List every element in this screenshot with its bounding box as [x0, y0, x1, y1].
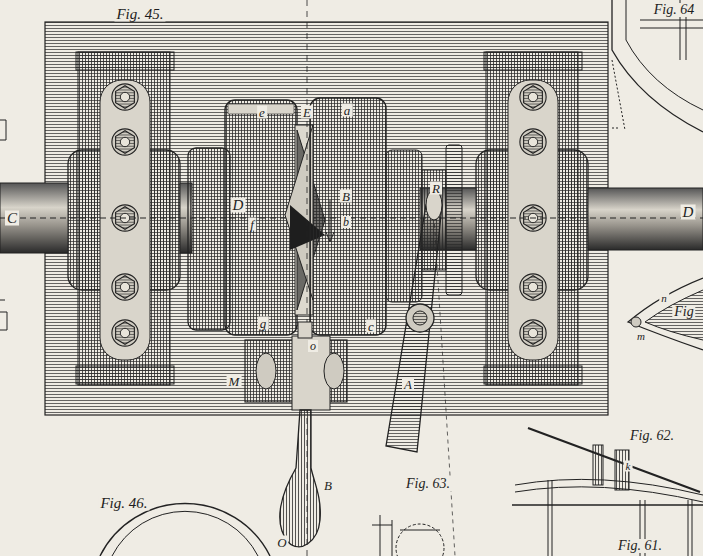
fig-63-device-part [372, 515, 392, 556]
figure-number: Fig. 45. [114, 7, 165, 22]
part-letter: n [659, 293, 669, 304]
part-letter: B [322, 479, 334, 492]
fig-46-wheel-part [100, 503, 270, 556]
fig-62-frame-part [528, 428, 700, 492]
fig-64-hull-part [640, 20, 703, 28]
bearing-right-part [520, 320, 546, 346]
fig-46-wheel-part [112, 511, 258, 556]
part-letter: k [624, 461, 633, 472]
part-letter: D [231, 198, 246, 213]
part-letter: O [275, 536, 288, 549]
fig-64-hull-part [612, 60, 625, 130]
fig-64-hull [612, 0, 703, 132]
part-letter: R [430, 182, 442, 195]
guide-lines [307, 0, 455, 556]
clutch-left-drum [188, 100, 297, 335]
lever-a-part [386, 205, 442, 452]
part-letter: b [341, 216, 351, 228]
bearing-left-part [76, 52, 174, 70]
fig-64-hull-part [626, 0, 703, 110]
fig-64-hull-part [612, 0, 703, 132]
fig-62-frame [512, 428, 703, 556]
bracket-m [245, 336, 347, 410]
fig-62-frame-part [512, 504, 703, 505]
figure-number: Fig. 62. [628, 429, 676, 443]
bearing-left-part [112, 129, 138, 155]
bearing-left-part [112, 274, 138, 300]
bearing-left-part [112, 320, 138, 346]
bearing-right-part [520, 84, 546, 110]
clutch-left-drum-part [188, 148, 230, 330]
fig-right-wedge-part [631, 317, 641, 327]
part-letter: C [5, 211, 19, 226]
part-letter: A [402, 378, 414, 391]
figure-number: Fig. 64 [652, 3, 696, 17]
bearing-left-part [100, 80, 150, 360]
figure-number: Fig. 61. [616, 539, 664, 553]
bearing-right-part [484, 366, 582, 384]
part-letter: o [308, 340, 318, 352]
fig-62-frame-part [515, 479, 703, 502]
part-letter: e [257, 106, 267, 119]
bearing-right-part [520, 274, 546, 300]
bracket-m-part [256, 353, 276, 389]
figure-number: Fig. 63. [404, 477, 452, 491]
part-letter: g [258, 317, 269, 330]
lever-handle [280, 322, 321, 547]
part-letter: M [227, 375, 242, 388]
clutch-right-drum-part [326, 200, 334, 242]
part-letter: c [366, 320, 376, 333]
lever-a-part [426, 190, 442, 220]
lever-a [386, 190, 442, 452]
part-letter: m [635, 331, 647, 342]
bearing-right-part [508, 80, 558, 360]
fig-63-device-part [400, 530, 440, 531]
fig-right-wedge-part [645, 290, 703, 340]
clutch-right-drum-part [446, 145, 462, 295]
part-letter: f [248, 218, 256, 231]
fig-62-frame-part [593, 445, 603, 485]
bearing-right-part [484, 52, 582, 70]
part-letter: E [301, 106, 313, 119]
clutch-jaws-part [285, 125, 313, 300]
lever-handle-part [298, 322, 312, 338]
bearing-right-part [520, 129, 546, 155]
fig-right-wedge-part [628, 278, 703, 350]
fig-right-wedge [628, 278, 703, 350]
part-letter: B [340, 190, 352, 203]
lever-handle-part [280, 410, 321, 547]
bearing-left-part [76, 366, 174, 384]
fig-63-device-part [396, 524, 444, 556]
bracket-m-part [324, 353, 344, 389]
part-letter: a [342, 104, 353, 117]
lever-a-part [406, 304, 434, 332]
fig-62-frame-part [548, 480, 692, 556]
lever-a-part [413, 311, 427, 325]
fig-63-device [372, 515, 444, 556]
clutch-right-drum-part [310, 98, 386, 335]
shaft-part [588, 188, 703, 250]
figure-number: Fig [672, 305, 695, 319]
fig-46-wheel [100, 503, 270, 556]
bearing-left-part [112, 84, 138, 110]
figure-number: Fig. 46. [98, 496, 149, 511]
part-letter: D [681, 205, 696, 220]
